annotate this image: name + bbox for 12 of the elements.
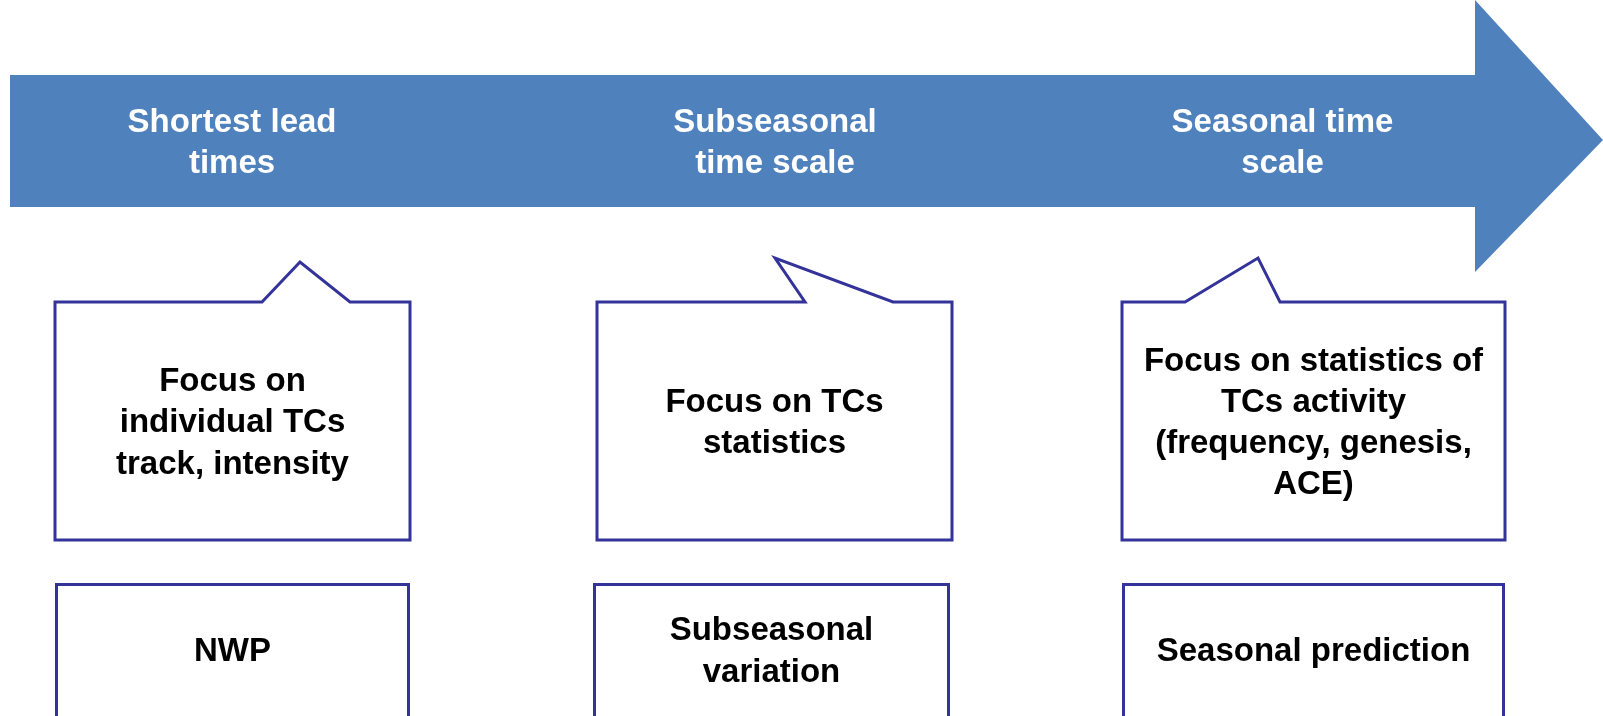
label-box: [55, 583, 410, 716]
callout-text: Focus on statistics of TCs activity (frequency, genesis, ACE): [1143, 339, 1484, 504]
method-label: Subseasonal variation: [668, 609, 875, 691]
callout-text: Focus on individual TCs track, intensity: [115, 360, 350, 483]
timescale-label: Subseasonal time scale: [672, 100, 878, 182]
timescale-label: Shortest lead times: [126, 100, 338, 182]
method-label: Seasonal prediction: [1155, 629, 1472, 670]
label-box: [593, 583, 950, 716]
timescale-label: Seasonal time scale: [1170, 100, 1395, 182]
label-box: [1122, 583, 1505, 716]
callout-text: Focus on TCs statistics: [664, 380, 885, 462]
method-label: NWP: [193, 629, 272, 670]
